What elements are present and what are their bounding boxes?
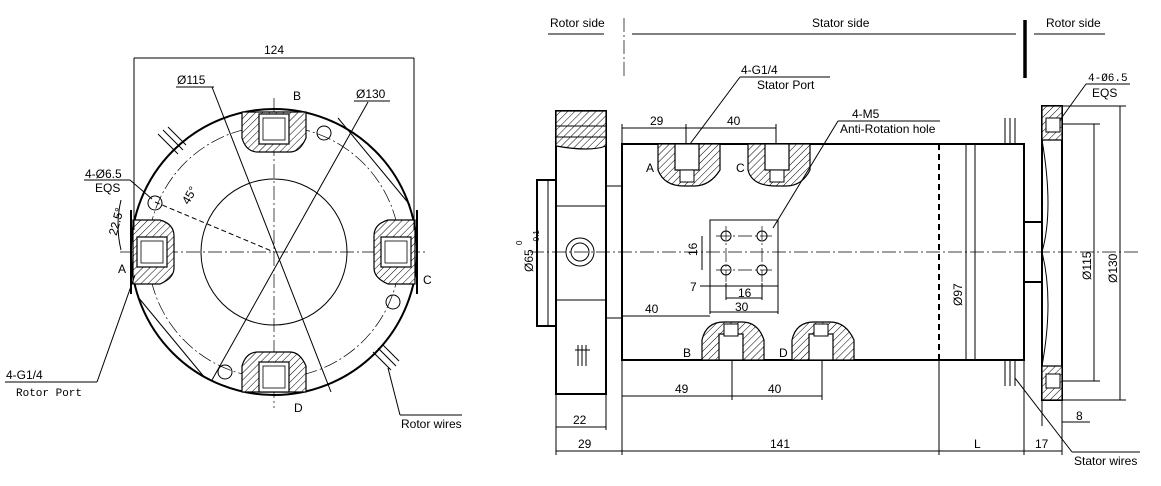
stator-port-name: Stator Port [757,78,815,92]
dim-124-label: 124 [264,43,284,57]
port-c-inner [384,240,408,264]
angle-45-label: 45° [179,184,200,207]
side-port-c-label: C [736,161,745,175]
left-flange [555,110,607,395]
front-port-b-label: B [293,89,301,103]
dim-d130-side: Ø130 [1106,253,1120,283]
front-port-a-label: A [118,262,126,276]
m5-code: 4-M5 [852,107,880,121]
dim-40-bottom: 40 [768,382,782,396]
mount-hole-upper-left [147,195,163,211]
dim-40-top: 40 [727,114,741,128]
rotor-side-right-label: Rotor side [1046,16,1101,30]
dim-d97: Ø97 [951,283,965,306]
dim-29-top: 29 [650,114,664,128]
mount-hole-lower-right [385,294,401,310]
m5-name: Anti-Rotation hole [840,122,936,136]
dim-16-horizontal: 16 [738,286,752,300]
wire-stub-top-left [157,126,187,155]
left-spigot [536,179,557,327]
side-view: Rotor side Stator side Rotor side [515,16,1140,468]
dim-8: 8 [1076,409,1083,423]
dim-d65-tol-lower: -0.1 [532,230,541,244]
rotor-wires-leader [387,367,401,416]
anti-rotation-plate [709,219,779,287]
hole-label-leader [129,179,153,200]
angle-22-5-label: 22.5° [106,206,127,237]
port-d-bore [258,361,290,393]
front-port-c-label: C [423,273,432,287]
dim-d130-label: Ø130 [356,87,386,101]
mount-hole-upper-right [316,125,332,141]
rotor-port-leader [96,274,136,383]
section-line-130 [211,101,369,381]
side-hole-label: 4-Ø6.5 [1088,73,1128,85]
dim-d115-label: Ø115 [177,73,206,87]
side-hole-eqs: EQS [1092,86,1117,100]
stator-side-label: Stator side [812,16,870,30]
hole-label-front: 4-Ø6.5 [85,167,122,181]
dim-49: 49 [675,382,689,396]
dim-L: L [974,437,981,451]
mount-hole-lower-left [217,364,233,380]
rotor-wires-label: Rotor wires [401,417,462,431]
side-port-d-label: D [779,346,788,360]
left-flange-hatch [555,110,607,150]
port-c-bore [380,236,412,268]
rotor-port-name: Rotor Port [16,388,82,400]
stator-port-code: 4-G1/4 [741,63,778,77]
stator-port-leader [689,76,741,145]
right-flange [1041,105,1063,401]
port-d-inner [262,365,286,389]
dim-d115-side: Ø115 [1080,251,1094,280]
rotor-port-code: 4-G1/4 [6,368,43,382]
port-b-inner [262,117,286,141]
dim-17: 17 [1035,437,1049,451]
stator-wires-label: Stator wires [1074,454,1137,468]
stator-wire-stub-top [1004,118,1016,144]
wire-stub-bottom-right [372,344,400,371]
dim-d65-tol-upper: 0 [515,240,524,245]
left-wire-stub [575,345,590,366]
flat-upper-right [337,117,411,206]
dim-7: 7 [690,280,697,294]
leader-45 [154,201,275,253]
dim-29-bottom: 29 [578,437,592,451]
hole-eqs-front: EQS [95,181,120,195]
front-port-d-label: D [294,401,303,415]
dim-22: 22 [573,413,587,427]
dim-d65: Ø65 [522,249,536,272]
angle-22-5-arc [117,199,122,251]
flat-lower-left [137,296,206,379]
dim-141: 141 [770,437,790,451]
port-a-bore [136,236,168,268]
dim-40-mid: 40 [645,302,659,316]
section-line-115 [211,86,332,393]
rotor-side-left-label: Rotor side [550,16,605,30]
port-a-inner [140,240,164,264]
side-port-b-label: B [683,346,691,360]
m5-leader [772,120,839,229]
front-view: 124 Ø115 Ø130 4-Ø6.5 EQS 45° 22.5° A B C… [5,43,462,431]
dim-16-vertical: 16 [686,242,700,256]
stator-wire-stub-bottom [1004,360,1016,386]
side-port-a-label: A [646,161,654,175]
dim-30: 30 [735,300,749,314]
port-b-bore [258,113,290,145]
